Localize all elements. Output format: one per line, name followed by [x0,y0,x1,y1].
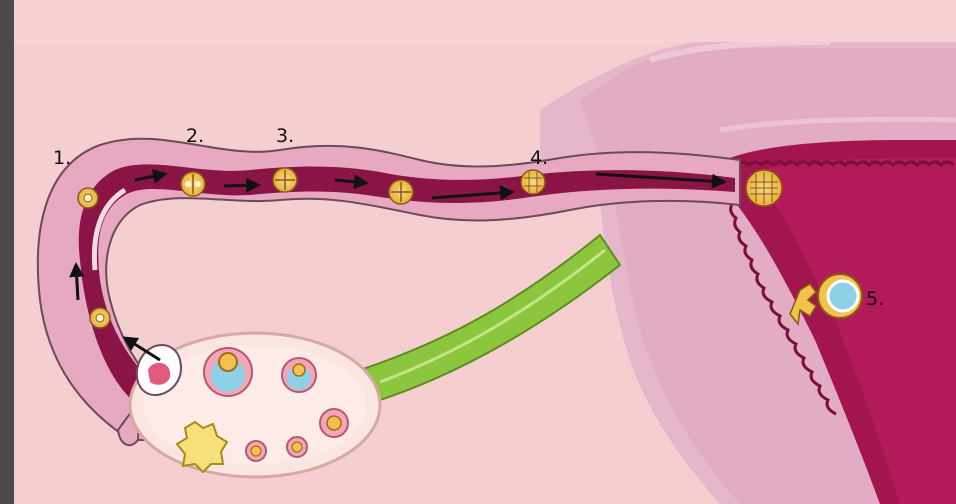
arrow-icons [69,168,727,362]
arrow-icon [223,177,261,193]
follicle-large [203,347,253,397]
top-margin [14,0,956,42]
label-step-2: 2. [186,125,204,147]
arrow-icon [122,336,161,362]
arrow-icon [69,262,85,301]
ovarian-ligament [358,233,622,402]
embryo-icon [180,171,206,197]
label-step-1: 1. [53,147,71,169]
follicle-medium [281,357,317,393]
morula-icon [745,169,783,207]
arrow-icon [595,172,727,189]
label-step-3: 3. [276,125,294,147]
egg-cell-icon [89,307,111,329]
embryo-icon [388,179,414,205]
window-side-bar [0,0,14,504]
ovary [128,331,382,479]
blastocyst-icon [789,273,863,326]
label-step-5: 5. [866,288,884,310]
arrow-icon [134,168,168,184]
morula-icon [520,169,546,195]
egg-cell-icon [77,187,99,209]
label-step-4: 4. [530,147,548,169]
embryo-icon [272,167,298,193]
step-labels: 1. 2. 3. 4. 5. [53,125,884,310]
follicle-small [245,408,349,462]
corpus-luteum [175,420,229,474]
arrow-icon [431,185,515,201]
arrow-icon [334,174,369,190]
ruptured-follicle [135,344,182,397]
